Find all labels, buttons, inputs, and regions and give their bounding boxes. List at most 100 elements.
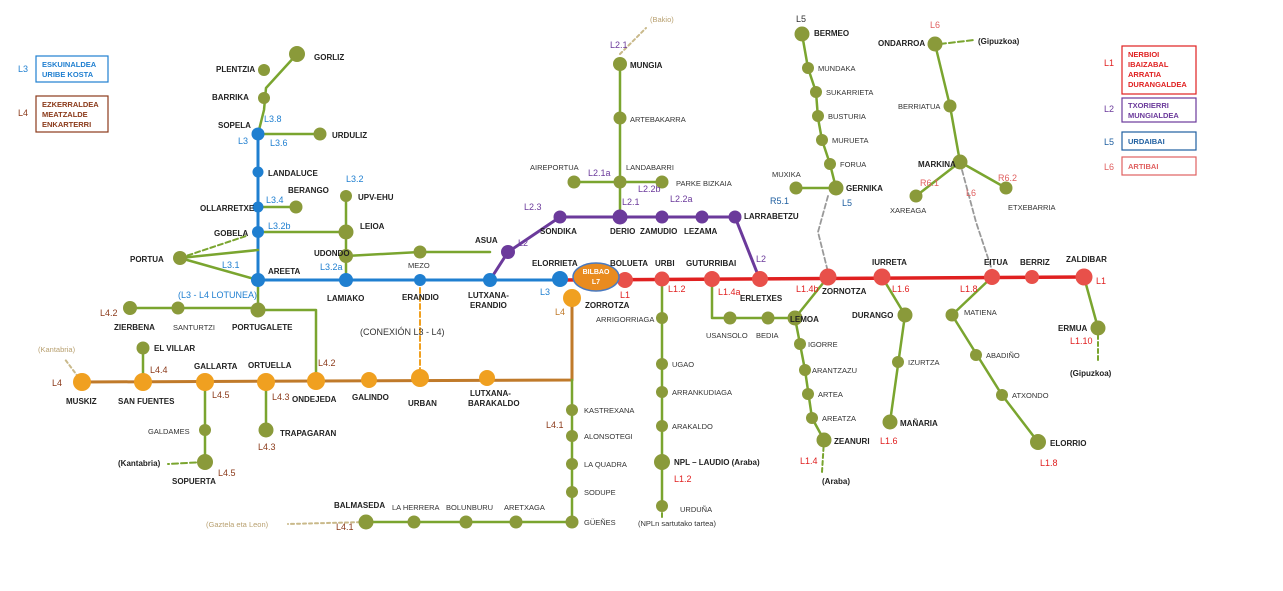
label-areatza: AREATZA [822, 414, 856, 423]
label-urban: URBAN [408, 399, 437, 408]
legend-text-l1-1: NERBIOI [1128, 50, 1159, 59]
code-konexioa: (CONEXIÓN L3 - L4) [360, 327, 445, 337]
label-ortuella: ORTUELLA [248, 361, 292, 370]
label-portua: PORTUA [130, 255, 164, 264]
code-l2-3: L2.3 [524, 202, 542, 212]
node-xareaga [909, 189, 923, 203]
node-elorrieta [552, 271, 568, 287]
label-sopuerta: SOPUERTA [172, 477, 216, 486]
code-l2-2a: L2.2a [670, 194, 693, 204]
legend-text-l4-1: EZKERRALDEA [42, 100, 99, 109]
legend-box-l5 [1121, 131, 1197, 151]
l6-line [914, 42, 1008, 198]
node-portugalete [250, 302, 266, 318]
label-etxebarria: ETXEBARRIA [1008, 203, 1056, 212]
label-sondika: SONDIKA [540, 227, 577, 236]
label-udondo: UDONDO [314, 249, 350, 258]
legend-code-l1: L1 [1104, 58, 1114, 68]
code-l6-1: R6.1 [920, 178, 939, 188]
node-larrabetzu [728, 210, 742, 224]
label-lutxana-erandio: LUTXANA- [468, 291, 509, 300]
code-l3-2b: L3.2b [268, 221, 291, 231]
label-ermua: ERMUA [1058, 324, 1088, 333]
node-kastrexana [566, 404, 578, 416]
label-markina: MARKINA [918, 160, 956, 169]
label-arrankudiaga: ARRANKUDIAGA [672, 388, 732, 397]
node-areeta [251, 273, 265, 287]
code-l1-b: L1 [1096, 276, 1106, 286]
node-arakaldo [656, 420, 668, 432]
node-muskiz [73, 373, 91, 391]
legend-text-l4-3: ENKARTERRI [42, 120, 91, 129]
label-urduliz: URDULIZ [332, 131, 367, 140]
bilbao-hub[interactable]: BILBAO L7 [572, 262, 620, 292]
node-urduna [656, 500, 668, 512]
label-sodupe: SODUPE [584, 488, 616, 497]
label-el-villar: EL VILLAR [154, 344, 195, 353]
label-upvehu: UPV-EHU [358, 193, 394, 202]
label-galindo: GALINDO [352, 393, 389, 402]
label-lutxana-barakaldo-2: BARAKALDO [468, 399, 520, 408]
bilbao-hub-code: L7 [592, 279, 600, 286]
label-barrika: BARRIKA [212, 93, 249, 102]
node-manaria [882, 414, 898, 430]
node-iurreta [873, 268, 891, 286]
node-ortuella [257, 373, 275, 391]
label-ondarroa: ONDARROA [878, 39, 925, 48]
label-berriatua: BERRIATUA [898, 102, 940, 111]
node-durango [897, 307, 913, 323]
node-zeanuri [816, 432, 832, 448]
l6-dash [961, 169, 993, 271]
code-l3-8: L3.8 [264, 114, 282, 124]
label-plentzia: PLENTZIA [216, 65, 255, 74]
label-berango: BERANGO [288, 186, 329, 195]
label-atxondo: ATXONDO [1012, 391, 1049, 400]
node-plentzia [258, 64, 270, 76]
node-san-fuentes [134, 373, 152, 391]
station-labels: GORLIZ PLENTZIA BARRIKA SOPELA URDULIZ L… [38, 15, 1112, 529]
code-l3-2: L3.2 [346, 174, 364, 184]
label-lemoa: LEMOA [790, 315, 819, 324]
node-sondika [553, 210, 567, 224]
node-artebakarra [613, 111, 627, 125]
ext-gipuzkoa-top [939, 39, 975, 45]
label-abadino: ABADIÑO [986, 351, 1020, 360]
label-durango: DURANGO [852, 311, 893, 320]
code-l6-2: R6.2 [998, 173, 1017, 183]
code-l1-6: L1.6 [892, 284, 910, 294]
label-areeta: AREETA [268, 267, 301, 276]
label-larrabetzu: LARRABETZU [744, 212, 799, 221]
nodes [73, 26, 1106, 530]
legend-code-l6: L6 [1104, 162, 1114, 172]
label-manaria: MAÑARIA [900, 419, 938, 428]
code-l4-2b: L4.2 [318, 358, 336, 368]
node-guenes [565, 515, 579, 529]
label-gernika: GERNIKA [846, 184, 883, 193]
node-urbi [654, 271, 670, 287]
node-galindo [361, 372, 377, 388]
label-bermeo: BERMEO [814, 29, 849, 38]
label-gobela: GOBELA [214, 229, 248, 238]
legend: L3 ESKUINALDEA URIBE KOSTA L4 EZKERRALDE… [18, 45, 1197, 176]
label-arrigorriaga: ARRIGORRIAGA [596, 315, 654, 324]
legend-box-l3 [35, 55, 109, 83]
label-arantzazu: ARANTZAZU [812, 366, 857, 375]
label-sopela: SOPELA [218, 121, 251, 130]
ext-bakio [619, 27, 647, 55]
node-leioa [338, 224, 354, 240]
node-lamiako [339, 273, 353, 287]
node-mundaka [802, 62, 814, 74]
legend-box-l4 [35, 95, 109, 133]
label-trapagaran: TRAPAGARAN [280, 429, 337, 438]
code-l4-2a: L4.2 [100, 308, 118, 318]
label-aireportua: AIREPORTUA [530, 163, 579, 172]
node-ollarretxe [252, 201, 264, 213]
code-l2-1: L2.1 [610, 40, 628, 50]
node-bermeo [794, 26, 810, 42]
label-parke: PARKE BIZKAIA [676, 179, 732, 188]
node-aireportua [567, 175, 581, 189]
node-erandio [414, 274, 426, 286]
node-derio [612, 209, 628, 225]
node-lemoa [787, 310, 803, 326]
node-izurtza [892, 356, 904, 368]
